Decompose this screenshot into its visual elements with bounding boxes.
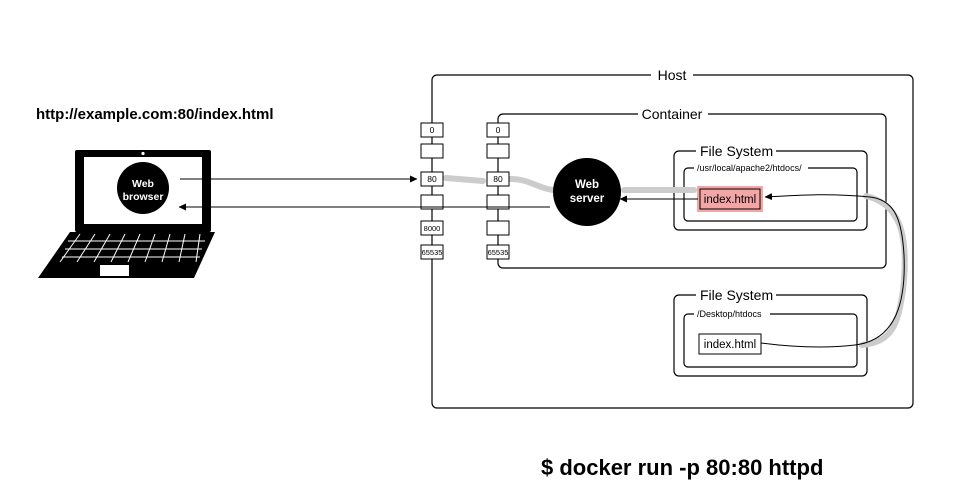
web-browser-node: Web browser — [117, 162, 169, 214]
web-browser-label-line2: browser — [123, 191, 164, 203]
host-port-label: 65535 — [422, 248, 443, 257]
web-server-label-line2: server — [570, 193, 605, 205]
web-server-node: Web server — [553, 158, 621, 226]
host-port-box — [420, 194, 444, 210]
container-port-box — [486, 244, 510, 260]
bind-mount-curve — [760, 193, 905, 348]
container-fs-path: /usr/local/apache2/htdocs/ — [697, 163, 802, 173]
host-file-box — [698, 333, 762, 355]
host-port-label: 0 — [430, 125, 435, 135]
host-port-box — [420, 171, 444, 187]
container-port-box — [486, 220, 510, 236]
docker-command: $ docker run -p 80:80 httpd — [541, 455, 824, 480]
host-fs-dir-box — [683, 313, 858, 368]
host-file-name: index.html — [704, 339, 756, 351]
host-port-box — [420, 244, 444, 260]
container-port-label: 65535 — [488, 248, 509, 257]
laptop-icon — [38, 150, 215, 278]
container-port-label: 80 — [493, 174, 503, 184]
container-file-box — [699, 188, 761, 210]
host-fs-path: /Desktop/htdocs — [697, 309, 762, 319]
host-port-label: 80 — [427, 174, 437, 184]
container-file-name: index.html — [704, 194, 756, 206]
container-port-column: 0 80 65535 — [486, 122, 510, 260]
host-port-column: 0 80 8000 65535 — [420, 122, 444, 260]
host-label: Host — [658, 67, 687, 83]
host-fs-label: File System — [700, 287, 773, 303]
container-port-label: 0 — [496, 125, 501, 135]
host-port-box — [420, 220, 444, 236]
flow-arrows — [178, 175, 905, 348]
mapping-highlight-path — [443, 175, 908, 348]
container-port-box — [486, 122, 510, 138]
web-server-label-line1: Web — [575, 179, 599, 191]
host-port-label: 8000 — [424, 224, 441, 233]
web-browser-label-line1: Web — [132, 178, 154, 190]
container-fs-label: File System — [700, 143, 773, 159]
request-url: http://example.com:80/index.html — [36, 106, 274, 123]
container-label: Container — [642, 106, 703, 122]
container-port-box — [486, 143, 510, 159]
container-port-box — [486, 194, 510, 210]
host-port-box — [420, 122, 444, 138]
container-port-box — [486, 171, 510, 187]
container-file-highlight — [697, 186, 763, 212]
host-port-box — [420, 143, 444, 159]
